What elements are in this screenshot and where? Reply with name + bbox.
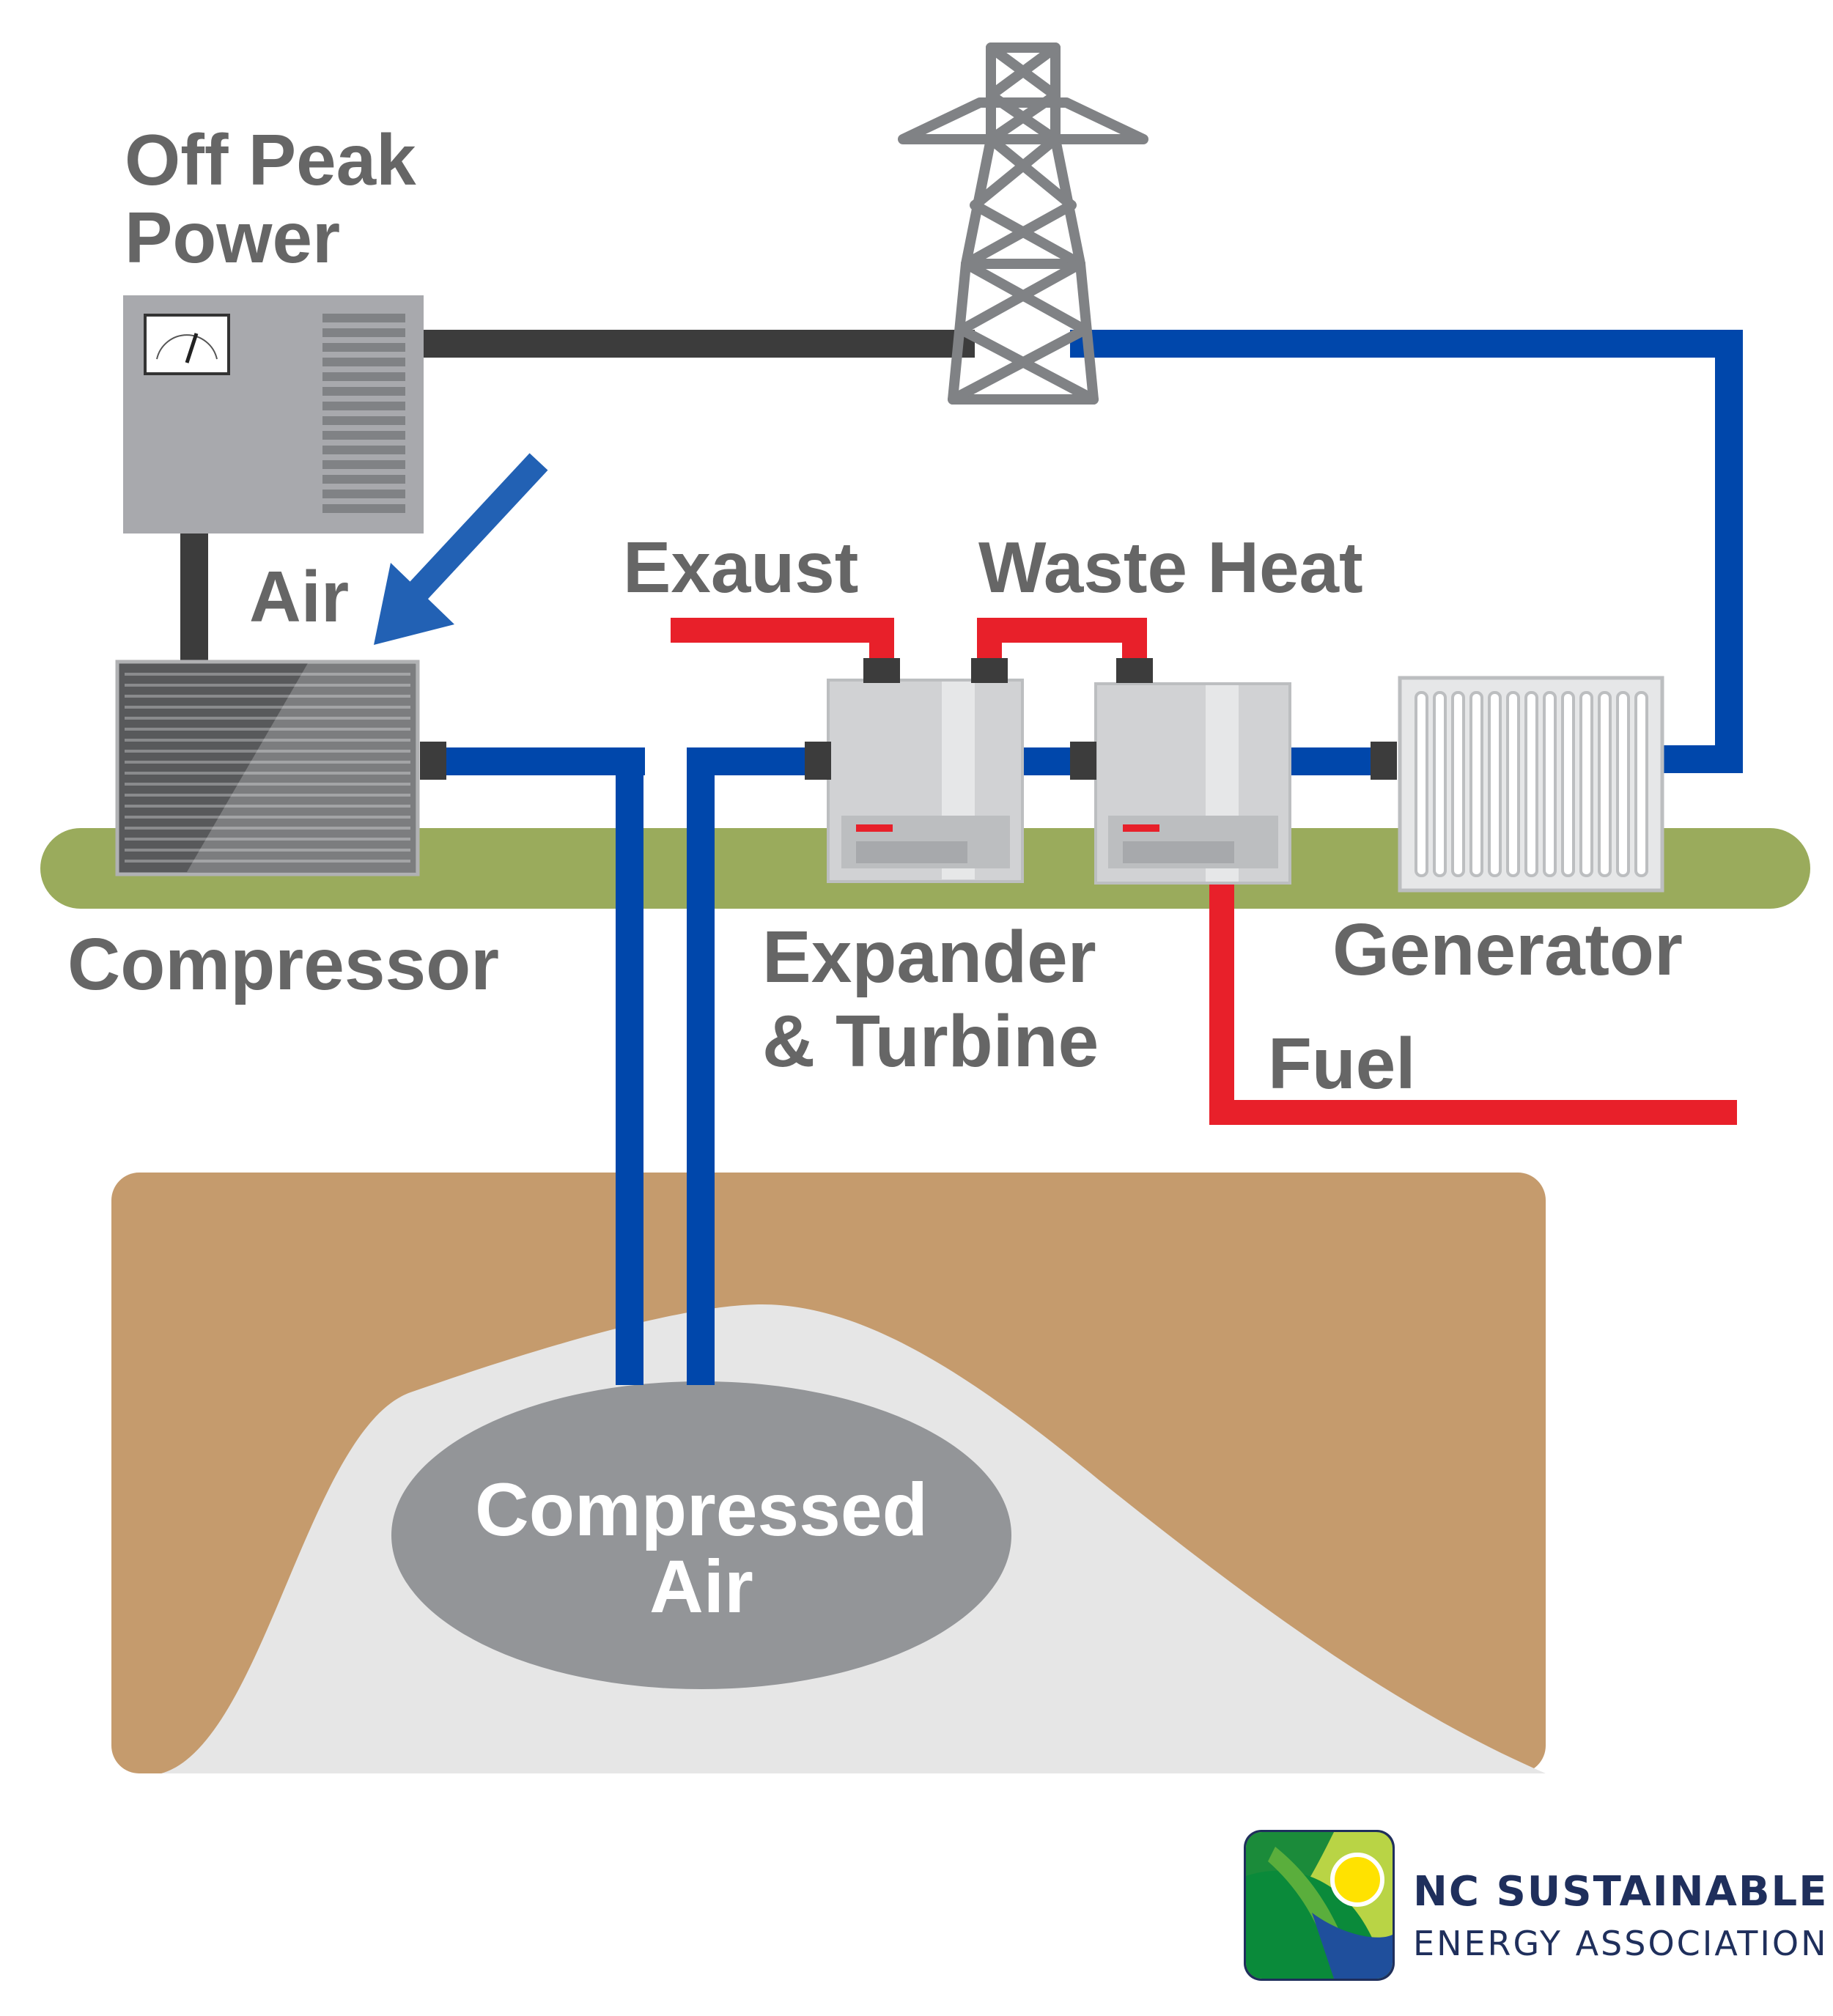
logo-line1: NC SUSTAINABLE	[1413, 1868, 1828, 1916]
generator-inlet-coupler	[1371, 742, 1397, 780]
fuel-pipe-vertical	[1209, 876, 1234, 1125]
red-pipes	[671, 618, 1737, 1125]
blue-pipes	[440, 330, 1743, 1385]
compressor-label: Compressor	[67, 923, 499, 1005]
compressor-down-pipe	[616, 747, 643, 1385]
underground: Compressed Air	[111, 1173, 1546, 1773]
ncsea-logo: NC SUSTAINABLE ENERGY ASSOCIATION	[1244, 1830, 1829, 1981]
expander-inlet-coupler	[805, 742, 831, 780]
air-label: Air	[249, 556, 349, 637]
expander-exhaust-coupler	[863, 658, 900, 683]
meter-needle-icon	[185, 333, 199, 363]
generator-return-line-right	[1715, 330, 1743, 773]
generator-output-line	[1658, 745, 1743, 773]
expander-label-line2: & Turbine	[762, 1000, 1099, 1082]
transmission-tower-icon	[898, 43, 1148, 405]
turbine-heat-coupler	[1116, 658, 1153, 683]
compressed-air-label-line2: Air	[649, 1545, 753, 1628]
waste-heat-label: Waste Heat	[978, 527, 1363, 608]
generator-return-line-top	[1070, 330, 1743, 358]
expander-unit	[805, 658, 1024, 883]
exaust-label: Exaust	[623, 527, 858, 608]
expander-indicator-light	[856, 824, 893, 832]
generator-unit	[1371, 676, 1664, 893]
turbine-indicator-light	[1123, 824, 1159, 832]
compressor-sheen	[187, 663, 416, 872]
generator-link-pipe	[1288, 747, 1383, 775]
off-peak-label-line2: Power	[125, 197, 340, 278]
power-unit-vent	[322, 314, 405, 513]
power-meter	[144, 314, 230, 375]
off-peak-label-line1: Off Peak	[125, 119, 416, 200]
fuel-pipe-horizontal	[1209, 1100, 1737, 1125]
exhaust-pipe-horizontal	[671, 618, 894, 643]
compressed-air-label-line1: Compressed	[475, 1468, 928, 1551]
generator-label: Generator	[1332, 909, 1683, 991]
grid-power-line	[424, 330, 975, 358]
turbine-unit	[1070, 658, 1291, 885]
compressor-outlet-coupler	[420, 742, 446, 780]
exhaust-pipe-vertical	[869, 618, 894, 662]
off-peak-power-unit: Off Peak Power	[123, 119, 424, 533]
compressed-air-reservoir	[391, 1381, 1011, 1689]
turbine-inlet-coupler	[1070, 742, 1096, 780]
expander-down-pipe	[687, 747, 715, 1385]
expander-heat-coupler	[971, 658, 1008, 683]
compressor-unit	[115, 660, 446, 876]
waste-heat-pipe-top	[977, 618, 1147, 643]
expander-label-line1: Expander	[762, 916, 1096, 998]
fuel-label: Fuel	[1268, 1023, 1415, 1104]
compressor-fins	[125, 673, 410, 863]
power-lines	[180, 330, 975, 663]
waste-heat-pipe-right	[1122, 618, 1147, 662]
sun-icon	[1330, 1853, 1384, 1907]
air-intake-arrow-icon	[374, 453, 548, 645]
logo-line2: ENERGY ASSOCIATION	[1413, 1924, 1829, 1963]
power-drop-line	[180, 531, 208, 663]
compressor-outlet-pipe	[440, 747, 645, 775]
meter-arc-icon	[156, 334, 218, 360]
